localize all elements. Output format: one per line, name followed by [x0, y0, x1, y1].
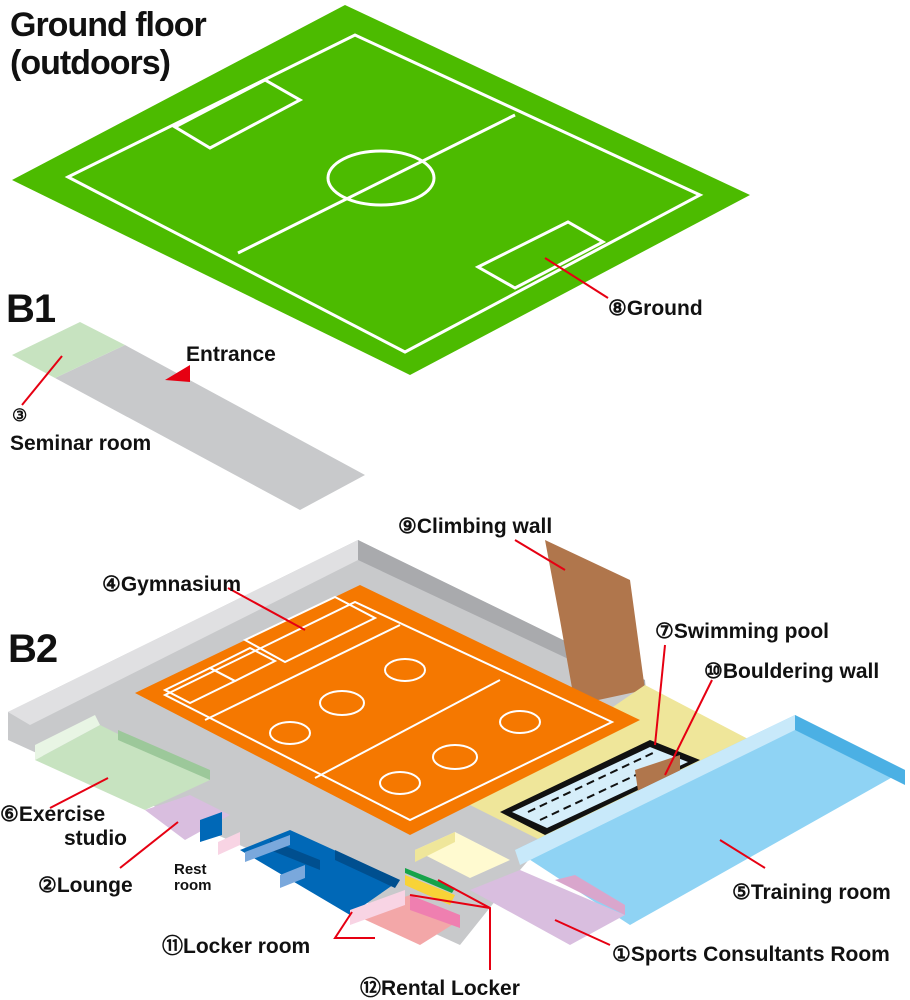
ground-floor-title-line1: Ground floor	[10, 6, 207, 44]
label-rest-line1: Rest	[174, 861, 207, 878]
label-bouldering-wall[interactable]: ⑩Bouldering wall	[704, 660, 880, 683]
lounge-area[interactable]	[145, 795, 230, 840]
b1-corridor	[55, 345, 365, 510]
label-entrance: Entrance	[186, 343, 276, 366]
label-locker-room[interactable]: ⑪Locker room	[162, 935, 311, 958]
climbing-wall-area[interactable]	[545, 540, 645, 705]
ground-field[interactable]	[12, 5, 750, 375]
label-climbing-wall[interactable]: ⑨Climbing wall	[398, 515, 553, 538]
b2-title: B2	[8, 627, 58, 671]
label-seminar-number: ③	[12, 406, 28, 425]
seminar-leader-line	[21, 355, 63, 406]
training-room-area[interactable]	[515, 715, 905, 925]
gymnasium-area[interactable]	[135, 585, 640, 835]
label-rental-locker[interactable]: ⑫Rental Locker	[360, 977, 520, 1000]
label-lounge[interactable]: ②Lounge	[38, 874, 133, 897]
seminar-room-area[interactable]	[12, 322, 125, 378]
label-ground[interactable]: ⑧Ground	[608, 297, 703, 320]
entrance-arrow-icon	[165, 365, 190, 382]
sports-consultants-room-area[interactable]	[470, 870, 625, 945]
label-rest-line2: room	[174, 877, 212, 894]
label-training-room[interactable]: ⑤Training room	[732, 881, 891, 904]
label-exercise-line1: ⑥Exercise	[0, 803, 106, 826]
exercise-studio-area[interactable]	[35, 725, 210, 810]
b1-title: B1	[6, 287, 56, 331]
ground-leader-line	[544, 257, 609, 299]
label-rest-room: Rest room	[174, 862, 212, 894]
label-exercise-line2: studio	[64, 827, 127, 850]
ground-floor-title: Ground floor (outdoors)	[10, 6, 207, 82]
label-exercise-studio[interactable]: ⑥Exercise studio	[0, 803, 127, 851]
label-seminar-room[interactable]: Seminar room	[10, 432, 152, 455]
label-gymnasium[interactable]: ④Gymnasium	[102, 573, 242, 596]
label-swimming-pool[interactable]: ⑦Swimming pool	[655, 620, 829, 643]
label-sports-consultants-room[interactable]: ①Sports Consultants Room	[612, 943, 890, 966]
ground-floor-title-line2: (outdoors)	[10, 44, 171, 82]
leader-lines	[49, 539, 766, 970]
